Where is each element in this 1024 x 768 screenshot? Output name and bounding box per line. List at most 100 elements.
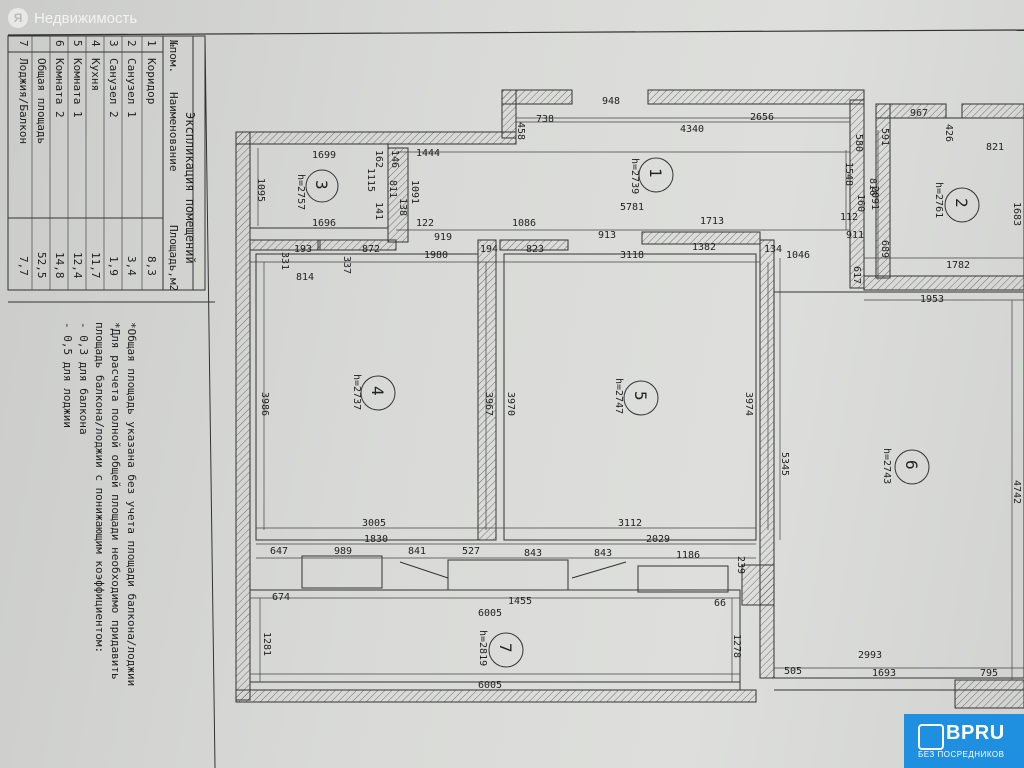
room-marker-7: [488, 632, 524, 668]
people-icon: [918, 724, 944, 750]
explication-table: Экспликация помещений №пом. Наименование…: [7, 35, 215, 303]
dimension-label: 811: [387, 180, 398, 198]
dimension-label: 146: [389, 150, 400, 168]
dimension-label: 527: [462, 546, 480, 557]
dimension-label: 1444: [416, 148, 440, 159]
dimension-label: 816: [867, 178, 878, 196]
dimension-label: 1548: [843, 162, 854, 186]
table-row: 3 Санузел 2 1,9: [107, 40, 120, 276]
dimension-label: 795: [980, 668, 998, 679]
dimension-label: 337: [341, 256, 352, 274]
svg-text:1: 1: [145, 40, 158, 47]
room-height: h=2757: [295, 174, 306, 210]
dimension-label: 3986: [259, 392, 270, 416]
frame-top-line: [7, 29, 1024, 36]
dimension-label: 1095: [255, 178, 266, 202]
dimension-label: 239: [735, 556, 746, 574]
dimension-label: 1713: [700, 216, 724, 227]
dimension-label: 3005: [362, 518, 386, 529]
dimension-label: 1278: [731, 634, 742, 658]
svg-text:2: 2: [125, 40, 138, 47]
room-height: h=2739: [629, 158, 640, 194]
table-row: Общая площадь 52,5: [35, 58, 48, 279]
dimension-label: 674: [272, 592, 290, 603]
dimension-label: 919: [434, 232, 452, 243]
dimension-label: 458: [515, 122, 526, 140]
area-notes: *Общая площадь указана без учета площади…: [61, 322, 138, 686]
dimension-label: 1980: [424, 250, 448, 261]
dimension-label: 2656: [750, 112, 774, 123]
room-height: h=2737: [351, 374, 362, 410]
dimension-label: 3112: [618, 518, 642, 529]
dimension-label: 913: [598, 230, 616, 241]
dimension-label: 3970: [505, 392, 516, 416]
dimension-label: 5781: [620, 202, 644, 213]
room-number: 4: [368, 386, 387, 396]
room-number: 5: [631, 391, 650, 401]
dimension-label: 2091: [869, 186, 880, 210]
svg-text:Лоджия/Балкон: Лоджия/Балкон: [17, 58, 30, 144]
dimension-label: 1953: [920, 294, 944, 305]
frame-inner-line: [204, 35, 216, 768]
svg-text:Комната 1: Комната 1: [71, 58, 84, 118]
table-header-no: №пом.: [167, 40, 180, 73]
dimension-label: 1683: [1011, 202, 1022, 226]
dimension-label: 331: [279, 252, 290, 270]
room-labels: 1 h=2739 2 h=2761 3 h=2757 4 h=2737 5 h=…: [295, 158, 971, 666]
dimension-label: 1455: [508, 596, 532, 607]
dimension-label: 162: [373, 150, 384, 168]
svg-text:3,4: 3,4: [125, 256, 138, 276]
dimension-label: 872: [362, 244, 380, 255]
dimension-label: 4742: [1011, 480, 1022, 504]
dimension-label: 3967: [483, 392, 494, 416]
dimension-label: 738: [536, 114, 554, 125]
svg-text:7,7: 7,7: [17, 256, 30, 276]
svg-text:Коридор: Коридор: [145, 58, 158, 104]
dimension-label: 112: [840, 212, 858, 223]
bpru-badge[interactable]: BPRU БЕЗ ПОСРЕДНИКОВ: [904, 714, 1024, 768]
room-height: h=2747: [613, 378, 624, 414]
svg-text:Санузел 2: Санузел 2: [107, 58, 120, 118]
dimension-label: 841: [408, 546, 426, 557]
svg-text:Комната 2: Комната 2: [53, 58, 66, 118]
dimension-label: 2993: [858, 650, 882, 661]
dimension-label: 843: [594, 548, 612, 559]
dimension-label: 6005: [478, 608, 502, 619]
room-number: 3: [312, 180, 331, 190]
room-height: h=2761: [933, 182, 944, 218]
badge-subtitle: БЕЗ ПОСРЕДНИКОВ: [918, 750, 1005, 759]
svg-text:*Для расчета полной общей площ: *Для расчета полной общей площади необхо…: [109, 322, 122, 680]
dimension-label: 948: [602, 96, 620, 107]
table-header-name: Наименование: [167, 92, 180, 171]
dimension-label: 843: [524, 548, 542, 559]
room-contours: [249, 117, 1024, 691]
dimension-label: 6005: [478, 680, 502, 691]
dimension-label: 1699: [312, 150, 336, 161]
table-row: 7 Лоджия/Балкон 7,7: [17, 40, 30, 276]
room-marker-2: [944, 187, 980, 223]
dimension-label: 1046: [786, 250, 810, 261]
watermark-text: Недвижимость: [34, 9, 138, 27]
watermark: Я Недвижимость: [8, 8, 137, 28]
dimension-label: 1281: [261, 632, 272, 656]
svg-text:*Общая площадь указана без уче: *Общая площадь указана без учета площади…: [125, 322, 138, 686]
svg-text:Санузел 1: Санузел 1: [125, 58, 138, 118]
dimension-label: 1115: [365, 168, 376, 192]
dimension-label: 138: [397, 198, 408, 216]
room-number: 2: [952, 198, 971, 208]
table-row: 1 Коридор 8,3: [145, 40, 158, 276]
table-row: 2 Санузел 1 3,4: [125, 40, 138, 276]
room-number: 7: [496, 643, 515, 653]
dimension-label: 967: [910, 108, 928, 119]
svg-text:3: 3: [107, 40, 120, 47]
dimension-label: 1830: [364, 534, 388, 545]
room-number: 1: [646, 168, 665, 178]
yandex-logo-icon: Я: [8, 8, 28, 28]
dimension-label: 580: [853, 134, 864, 152]
dimension-label: 1782: [946, 260, 970, 271]
dimension-label: 3118: [620, 250, 644, 261]
dimension-label: 141: [373, 202, 384, 220]
dimension-label: 160: [855, 194, 866, 212]
